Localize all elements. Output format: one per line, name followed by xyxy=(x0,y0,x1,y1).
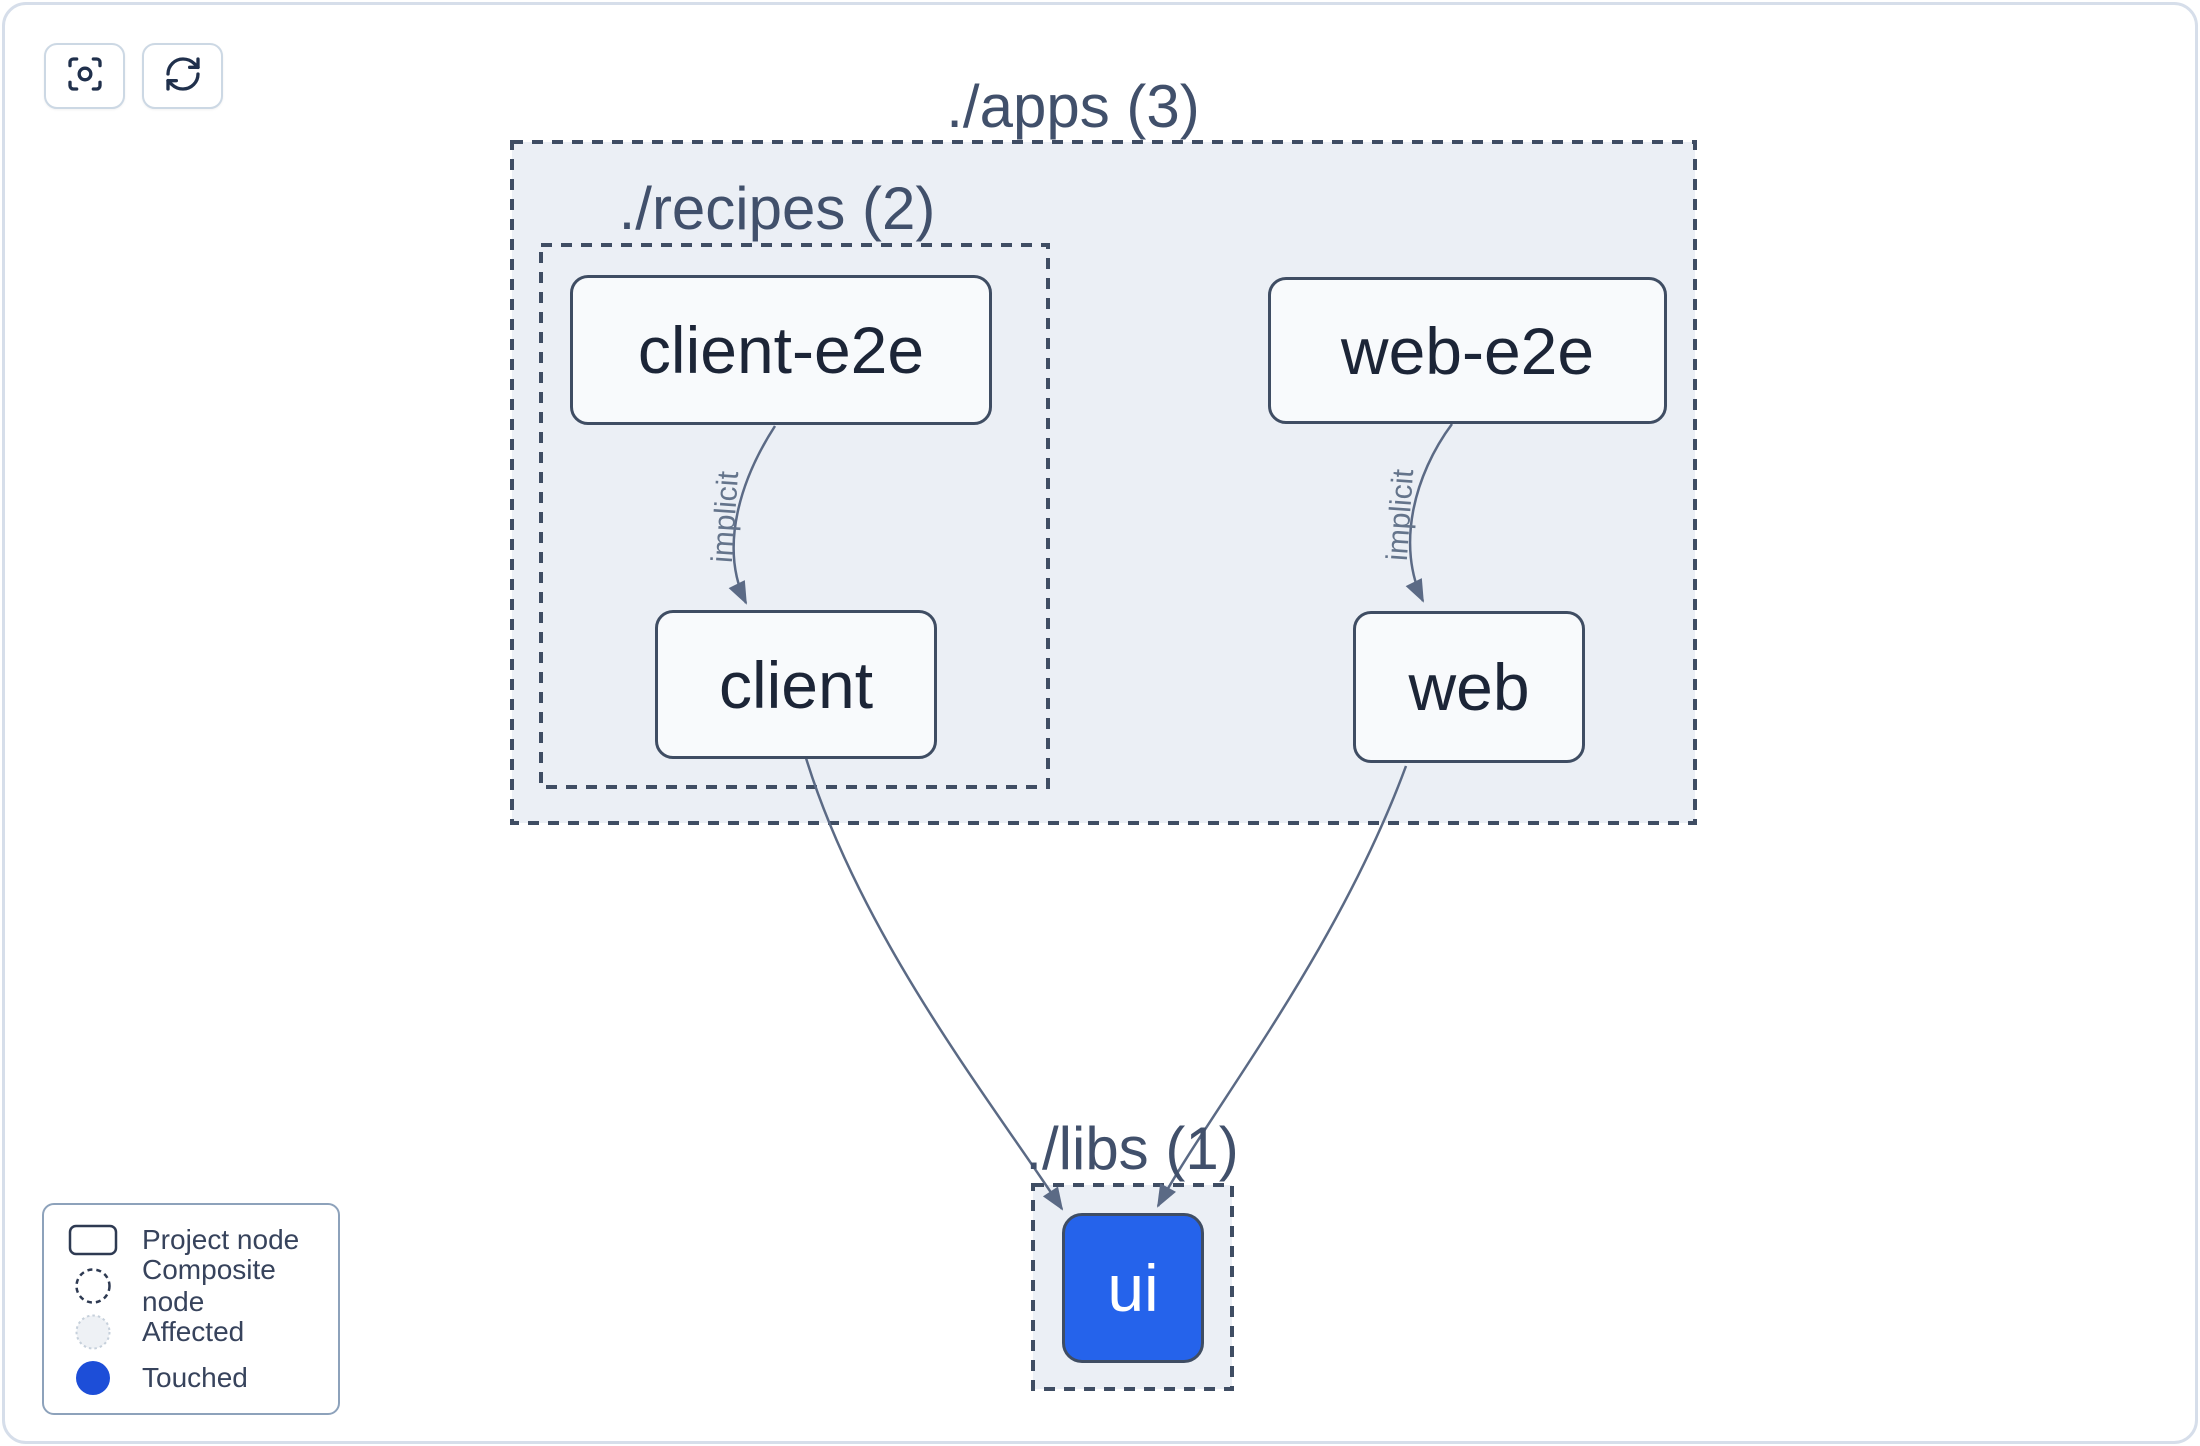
edge-web-to-ui xyxy=(1156,765,1408,1208)
composite-title-apps: ./apps (3) xyxy=(946,73,1200,140)
legend-label: Affected xyxy=(142,1316,245,1347)
refresh-button[interactable] xyxy=(142,43,223,109)
composite-node-icon xyxy=(44,1266,142,1306)
project-node-icon xyxy=(44,1223,142,1257)
edge-web-e2e-to-web xyxy=(1405,423,1454,603)
composite-title-libs: ./libs (1) xyxy=(1025,1115,1239,1182)
legend-label: Touched xyxy=(142,1362,248,1393)
legend-label: Composite node xyxy=(142,1254,276,1317)
composite-title-recipes: ./recipes (2) xyxy=(618,175,936,242)
refresh-icon xyxy=(163,54,203,99)
node-ui[interactable]: ui xyxy=(1062,1213,1204,1363)
legend-item-composite-node: Composite node xyxy=(44,1254,338,1317)
edge-client-to-ui xyxy=(804,757,1064,1211)
edge-client-e2e-to-client xyxy=(728,425,777,605)
node-web-e2e[interactable]: web-e2e xyxy=(1268,277,1667,424)
focus-icon xyxy=(65,54,105,99)
legend-item-project-node: Project node xyxy=(44,1217,338,1263)
node-client-e2e[interactable]: client-e2e xyxy=(570,275,992,425)
legend-item-affected: Affected xyxy=(44,1309,338,1355)
touched-node-icon xyxy=(44,1358,142,1398)
node-client[interactable]: client xyxy=(655,610,937,759)
node-web[interactable]: web xyxy=(1353,611,1585,763)
edge-label-implicit-web: implicit xyxy=(1380,468,1421,562)
legend-item-touched: Touched xyxy=(44,1355,338,1401)
edge-label-implicit-client: implicit xyxy=(705,470,746,564)
focus-button[interactable] xyxy=(44,43,125,109)
legend-panel: Project node Composite node Affected xyxy=(42,1203,340,1415)
affected-node-icon xyxy=(44,1312,142,1352)
legend-label: Project node xyxy=(142,1224,300,1255)
